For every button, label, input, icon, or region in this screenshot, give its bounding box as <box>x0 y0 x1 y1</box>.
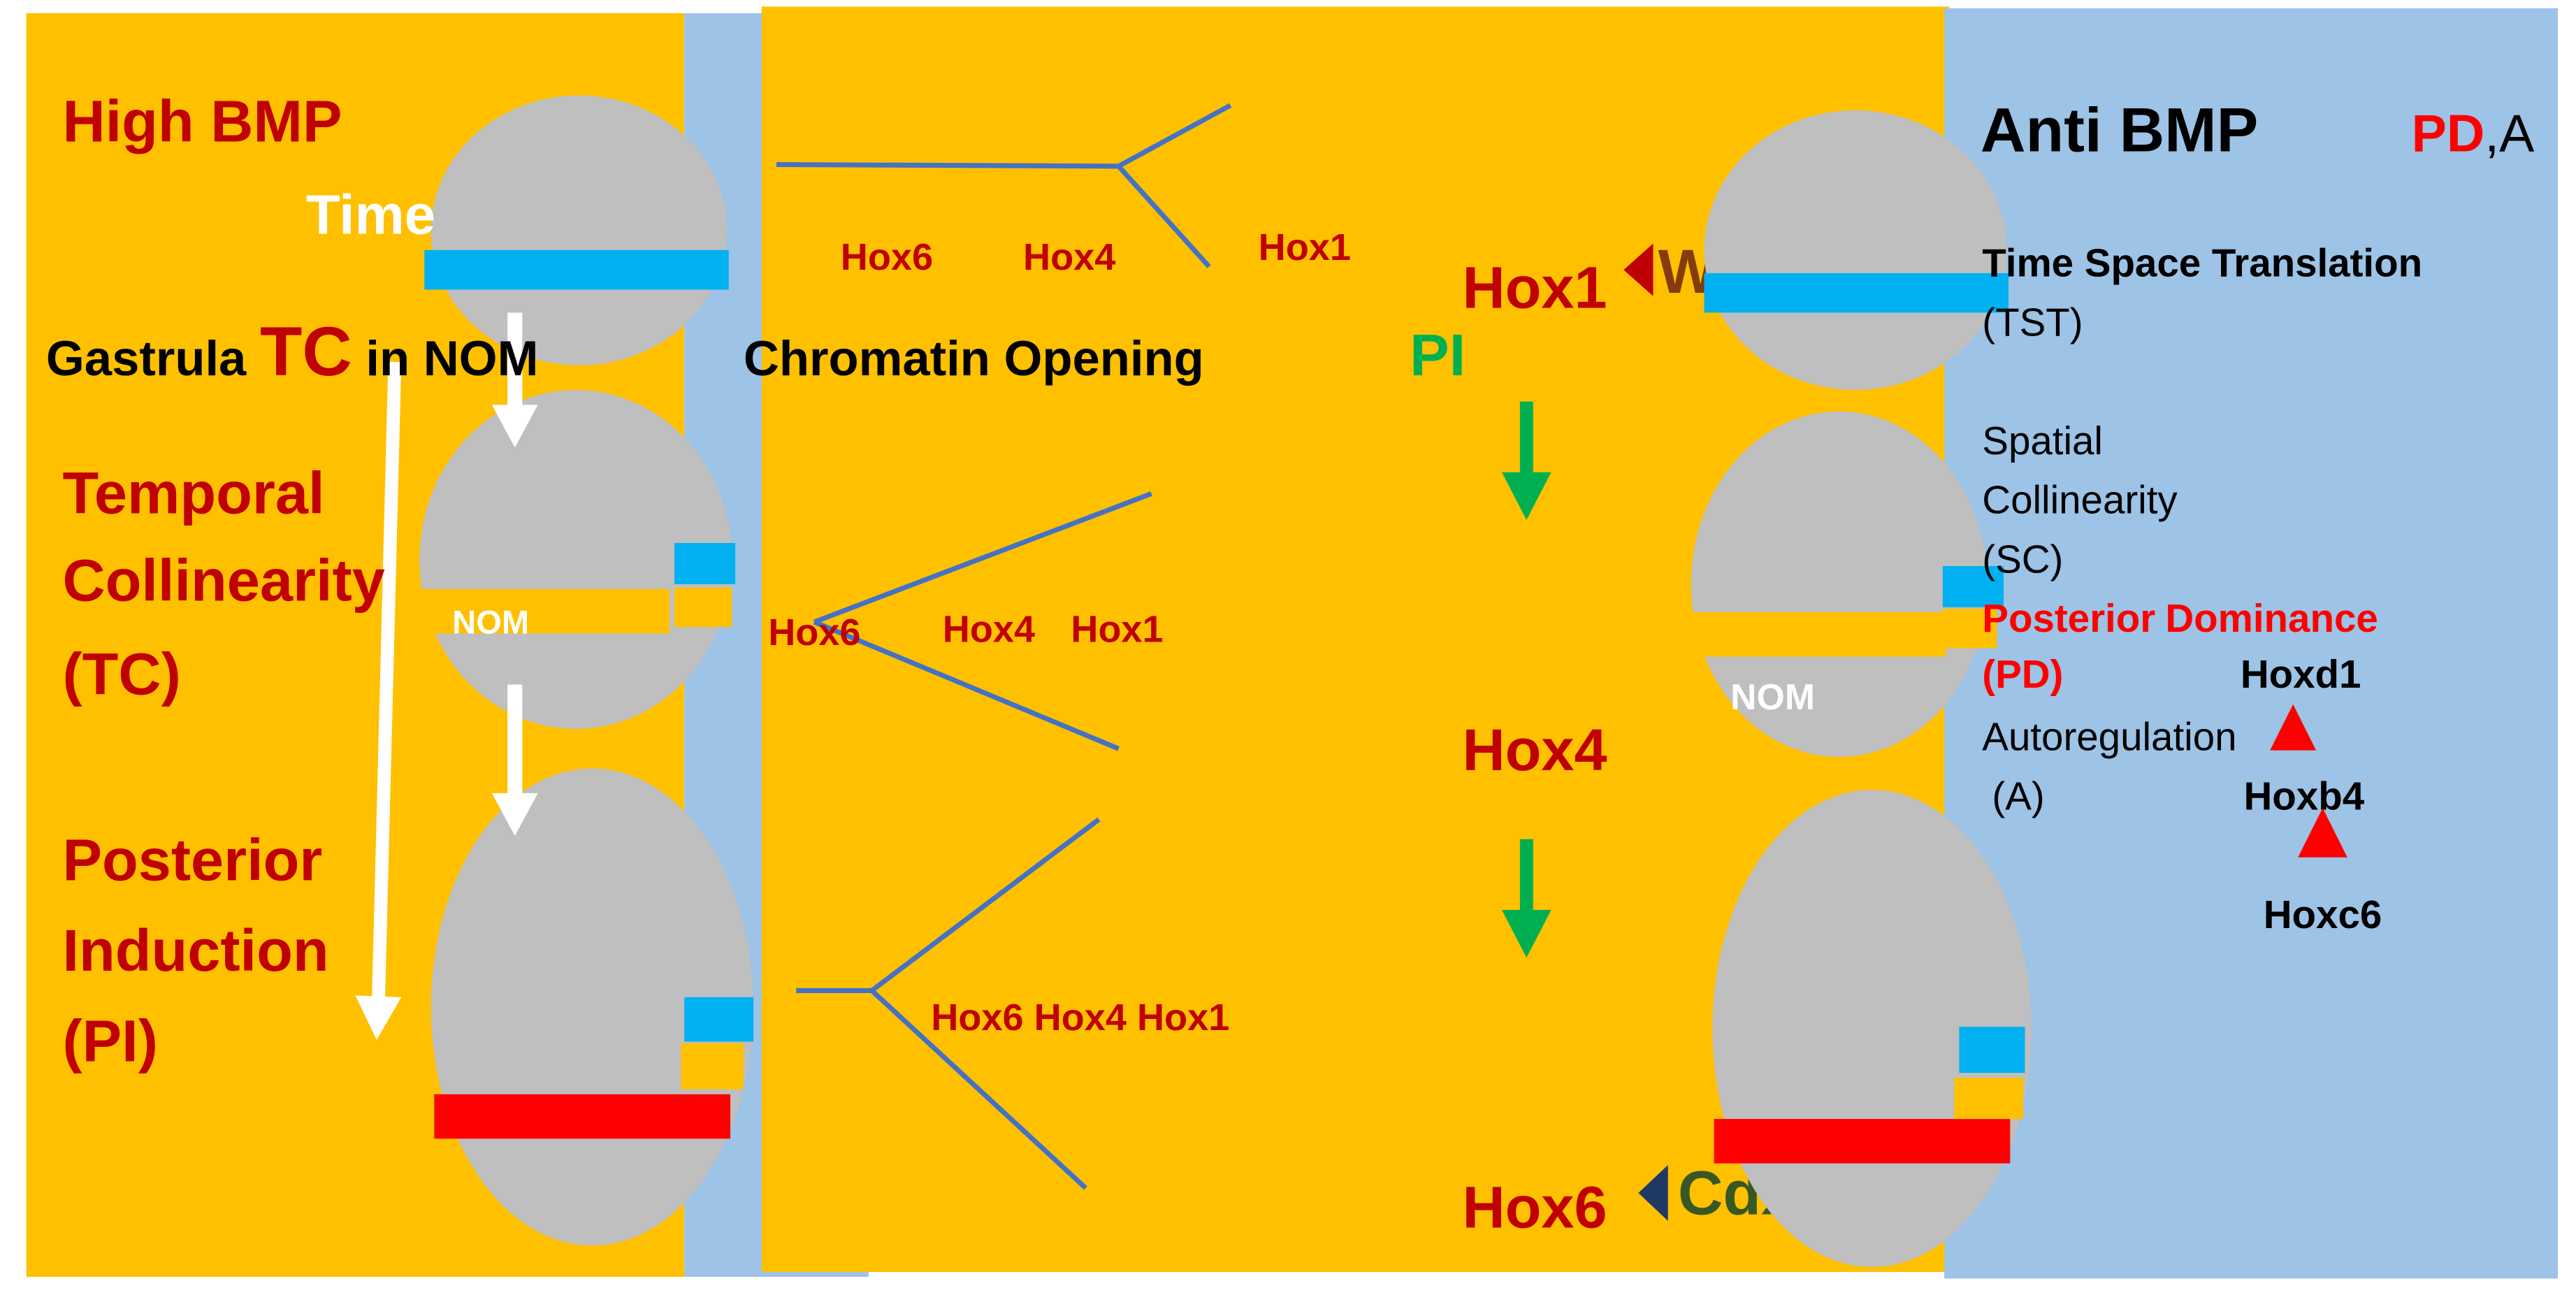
pd-a-label: PD,A <box>2412 104 2535 163</box>
hoxd1-label: Hoxd1 <box>2241 652 2361 696</box>
right-embryo-bottom <box>1712 790 2032 1267</box>
temporal-label: Temporal <box>62 460 324 526</box>
induction-label: Induction <box>62 917 328 983</box>
posterior-label: Posterior <box>62 827 322 893</box>
tc-abbreviation: (TC) <box>62 641 180 707</box>
chromatin-lines-row3 <box>796 817 1101 1190</box>
row2-hox4: Hox4 <box>943 608 1035 650</box>
tst-abbreviation: (TST) <box>1982 300 2083 344</box>
tst-title: Time Space Translation <box>1982 241 2422 285</box>
sc-abbreviation: (SC) <box>1982 537 2063 581</box>
pi-abbreviation: (PI) <box>62 1008 157 1074</box>
hoxb4-label: Hoxb4 <box>2244 774 2365 818</box>
time-label: Time <box>306 183 435 245</box>
right-panel-background <box>1944 8 2559 1279</box>
gastrula-label: Gastrula TC in NOM <box>46 312 539 390</box>
row1-hox1: Hox1 <box>1259 226 1351 268</box>
collinearity-label: Collinearity <box>62 547 384 613</box>
chromatin-lines-row2 <box>813 491 1152 751</box>
row1-hox6: Hox6 <box>841 236 933 278</box>
row2-hox6: Hox6 <box>768 612 860 653</box>
chromatin-lines-row1 <box>776 103 1232 268</box>
pd-abbreviation: (PD) <box>1982 652 2063 696</box>
high-bmp-label: High BMP <box>62 87 342 154</box>
green-arrow-1 <box>1501 401 1551 521</box>
hox4-sequence-label: Hox4 <box>1462 716 1607 783</box>
time-arrow-1 <box>491 312 538 448</box>
wnt-triangle <box>1623 243 1654 296</box>
row1-hox4: Hox4 <box>1023 236 1115 278</box>
hox6-sequence-label: Hox6 <box>1462 1173 1607 1240</box>
red-triangle-lower <box>2298 808 2347 858</box>
hox1-sequence-label: Hox1 <box>1462 254 1607 320</box>
left-embryo-temporal: NOM <box>414 390 736 730</box>
tc-highlight: TC <box>260 312 352 390</box>
left-embryo-posterior <box>430 768 754 1246</box>
time-arrow-long <box>355 361 402 1041</box>
cdx-triangle <box>1638 1164 1668 1222</box>
green-arrow-2 <box>1501 839 1551 958</box>
nom-label-right: NOM <box>1730 677 1815 717</box>
row2-hox1: Hox1 <box>1071 608 1163 650</box>
row3-hox-label: Hox6 Hox4 Hox1 <box>931 997 1229 1039</box>
pi-label: PI <box>1410 321 1466 388</box>
red-triangle-upper <box>2270 704 2317 751</box>
chromatin-opening-label: Chromatin Opening <box>744 331 1204 386</box>
hoxc6-label: Hoxc6 <box>2264 892 2382 936</box>
nom-label-left: NOM <box>452 603 529 640</box>
spatial-collinearity-label: Collinearity <box>1982 478 2178 522</box>
spatial-label: Spatial <box>1982 419 2103 463</box>
a-abbreviation: (A) <box>1992 774 2044 818</box>
right-embryo-top <box>1704 110 2009 391</box>
autoregulation-label: Autoregulation <box>1982 715 2236 759</box>
right-embryo-middle: NOM <box>1691 411 2004 758</box>
time-arrow-2 <box>491 684 538 837</box>
anti-bmp-label: Anti BMP <box>1981 95 2258 165</box>
left-embryo-gastrula <box>424 95 729 366</box>
